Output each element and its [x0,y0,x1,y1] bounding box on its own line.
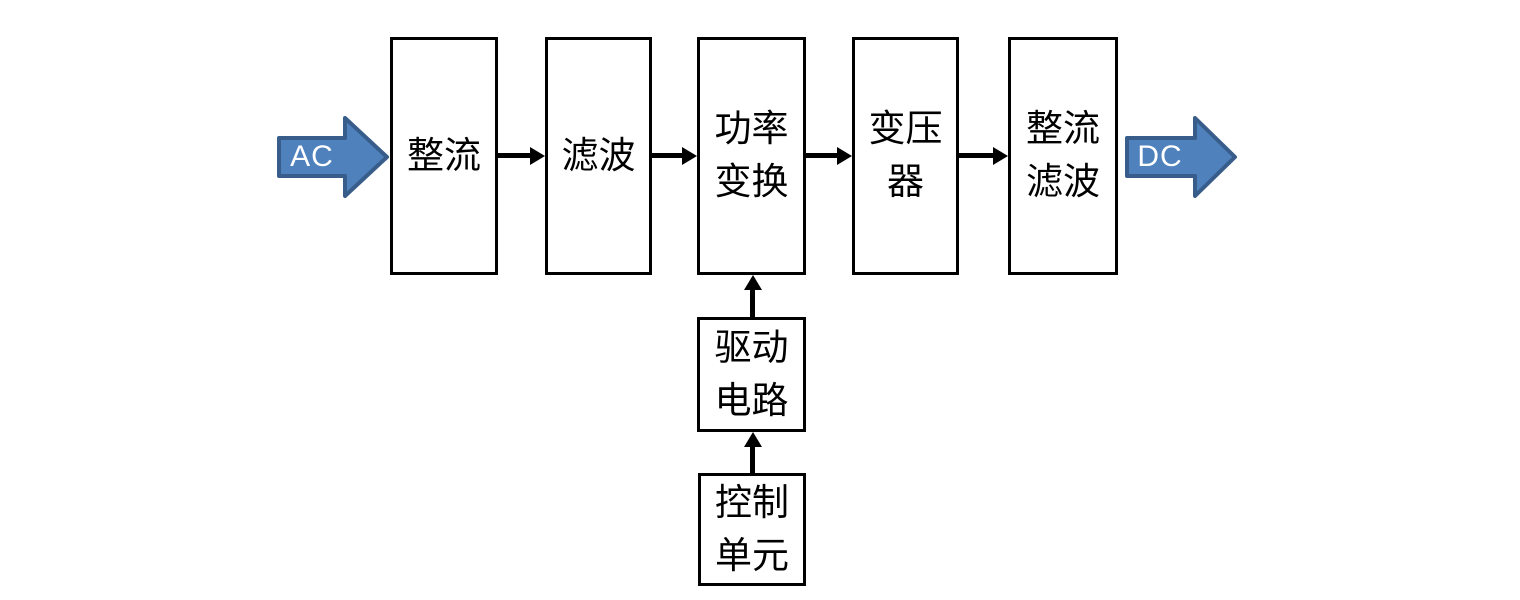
arrow-drive-circuit-to-power-conversion [743,275,762,317]
block-power-conversion: 功率 变换 [697,37,806,275]
block-transformer: 变压 器 [852,37,959,275]
block-rectifier: 整流 [390,37,498,275]
block-drive-circuit-label: 驱动 电路 [714,325,789,422]
block-control-unit-label: 控制 单元 [715,480,789,577]
block-control-unit: 控制 单元 [698,473,806,586]
dc-output-arrow: DC [1125,116,1238,198]
block-filter: 滤波 [545,37,652,275]
arrow-transformer-to-rectifier-filter [959,146,1008,165]
right-block-arrow-icon [1125,116,1237,198]
dc-label: DC [1137,140,1183,173]
ac-input-arrow: AC [277,116,390,198]
block-filter-label: 滤波 [561,133,636,177]
block-rectifier-filter: 整流 滤波 [1008,37,1118,275]
block-transformer-label: 变压 器 [868,107,943,203]
arrow-rectifier-to-filter [498,146,545,165]
arrow-control-unit-to-drive-circuit [743,432,762,473]
block-drive-circuit: 驱动 电路 [697,317,806,432]
block-rectifier-label: 整流 [407,133,481,177]
ac-label: AC [290,140,334,173]
block-power-conversion-label: 功率 变换 [714,107,789,203]
right-block-arrow-icon [277,116,389,198]
arrow-filter-to-power-conversion [652,146,697,165]
block-rectifier-filter-label: 整流 滤波 [1026,107,1100,203]
arrow-power-conversion-to-transformer [806,146,852,165]
